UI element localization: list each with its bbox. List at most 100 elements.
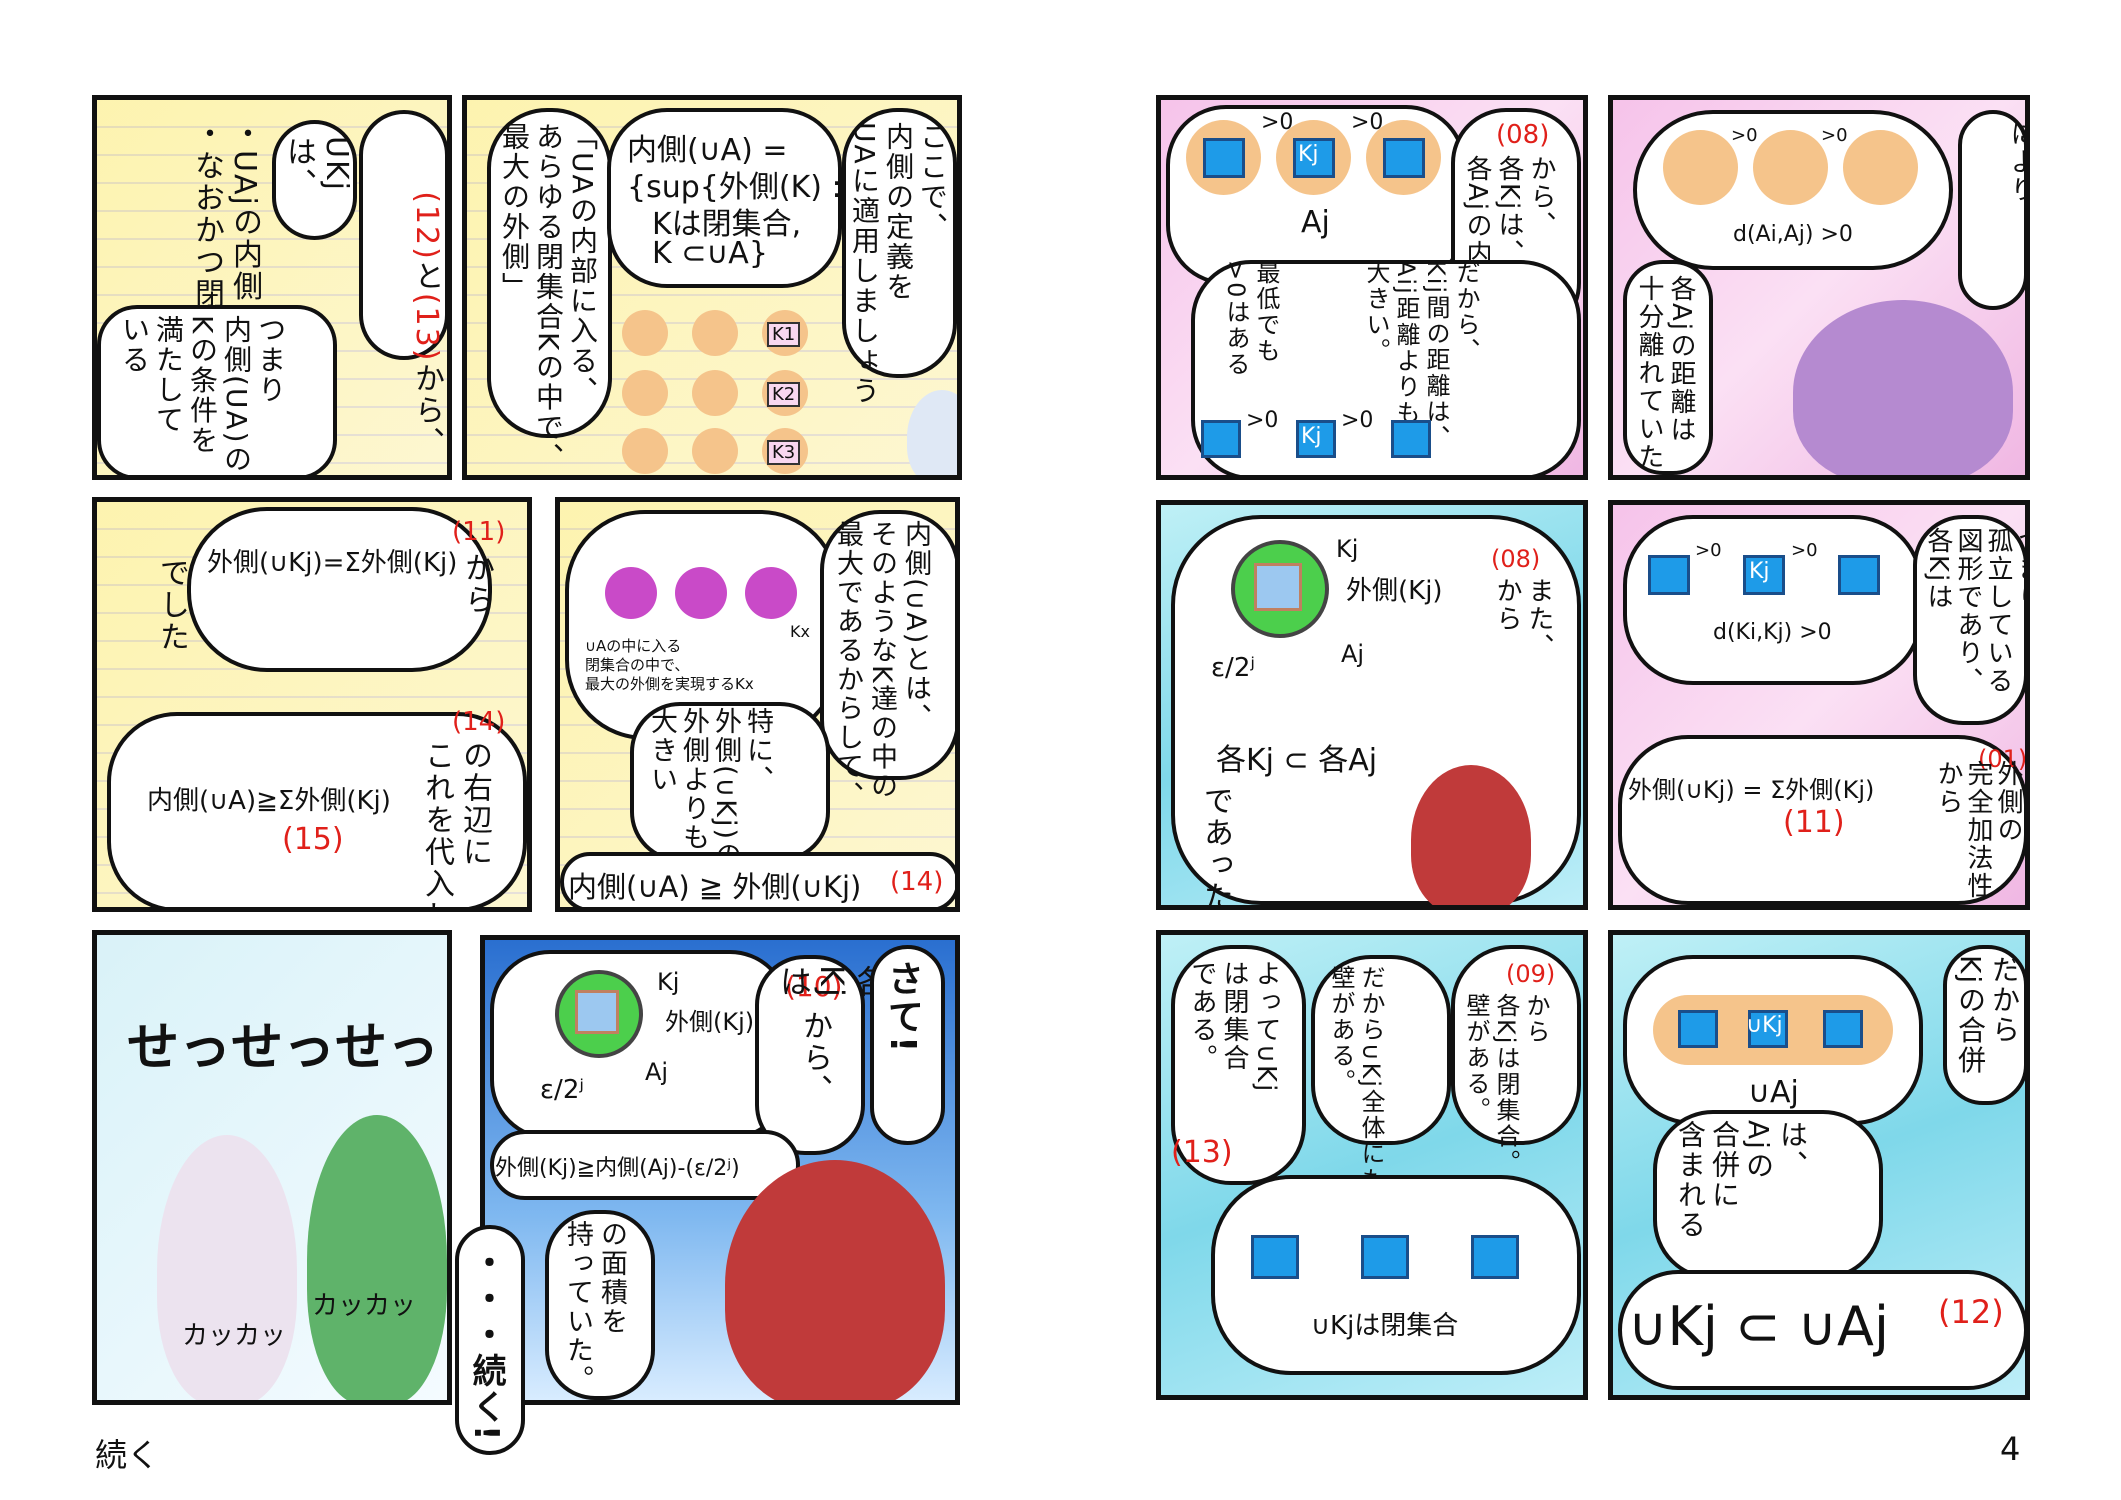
kj-row-a xyxy=(1201,420,1241,458)
kx-caption: ∪Aの中に入る 閉集合の中で、 最大の外側を実現するKx xyxy=(585,637,754,693)
left-page: (12)と(13)から、 UKj は、 ・UAjの内側にあり、 ・なおかつ閉集合… xyxy=(0,0,1060,1500)
kj-row-c xyxy=(1391,420,1431,458)
premise-text: 前提 (05) により xyxy=(2006,120,2030,204)
gt0-c: >0 xyxy=(1246,408,1279,433)
bubble-formula-11 xyxy=(187,507,492,672)
bubble-yotte-text: よって∪Kj は閉集合 である。 xyxy=(1187,960,1281,1094)
num-09: (09) xyxy=(1506,960,1556,988)
closed-square-a xyxy=(1251,1235,1299,1279)
num-14b: (14) xyxy=(890,867,944,897)
label-outer-kj: 外側(Kj) xyxy=(665,1008,755,1036)
bubble-especially-text: 特に、 外側(∪Kj)の 外側よりも 大きい xyxy=(646,707,773,871)
bubble-substitute-text: の右辺に これを代入して xyxy=(419,740,492,912)
bubble-isolated xyxy=(1913,515,2025,725)
formula-ukj-in-uaj: ∪Kj ⊂ ∪Aj xyxy=(1628,1295,1889,1358)
formula-outer-ge-inner: 外側(Kj)≧内側(Aj)-(ε/2ʲ) xyxy=(495,1156,740,1181)
sfx-sesse: せっせっせっ xyxy=(127,1018,440,1078)
label-outer-kj-r: 外側(Kj) xyxy=(1346,576,1443,606)
character-red-girl-small xyxy=(1411,765,1531,905)
inner-def-line-4: K ⊂∪A} xyxy=(652,236,768,271)
formula-inner-ge-outer: 内側(∪A) ≧ 外側(∪Kj) xyxy=(568,870,862,904)
bubble-definition-quote xyxy=(487,108,612,438)
k1-label: K1 xyxy=(767,322,801,347)
num-11: (11) xyxy=(452,517,506,547)
closed-square-b xyxy=(1361,1235,1409,1279)
sfx-kakka-2: カッカッ xyxy=(312,1291,417,1321)
aj-square-c xyxy=(1383,138,1425,178)
bubble-09 xyxy=(1451,945,1581,1145)
bubble-ukj-text: UKj は、 xyxy=(281,136,354,200)
ki-label: Kj xyxy=(1749,559,1770,584)
num-11-r: (11) xyxy=(1783,805,1845,840)
bubble-tsumari xyxy=(97,305,337,475)
aj-square-a xyxy=(1203,138,1245,178)
kx-label: Kx xyxy=(790,622,810,641)
bubble-uA-max-text: 内側(∪A)とは、 そのようなK達の中の 最大であるからして、 xyxy=(832,520,931,810)
gt0-h: >0 xyxy=(1791,540,1818,561)
num-08-r: (08) xyxy=(1491,545,1541,573)
bubble-uA-max xyxy=(820,510,955,780)
num-14: (14) xyxy=(452,707,506,737)
k2-disc-a xyxy=(622,370,668,416)
k3-label: K3 xyxy=(767,440,801,465)
formula-each-kj-in-aj: 各Kj ⊂ 各Aj xyxy=(1216,743,1378,778)
num-13: (13) xyxy=(1171,1135,1233,1170)
bubble-inner-def xyxy=(607,108,842,288)
k2-label: K2 xyxy=(767,382,801,407)
kx-disc-c xyxy=(745,567,797,619)
gt0-b: >0 xyxy=(1351,110,1384,135)
text-10-kara: から、 xyxy=(797,1010,832,1106)
text-mata: また、 から xyxy=(1492,577,1554,661)
formula-inner-ge-sum: 内側(∪A)≧Σ外側(Kj) xyxy=(147,786,391,816)
bubble-dakara-union xyxy=(1943,945,2025,1105)
inner-def-line-3: Kは閉集合, xyxy=(652,207,802,242)
num-08: (08) xyxy=(1496,120,1550,150)
union-uaj-label: ∪Aj xyxy=(1748,1075,1799,1110)
k2-disc-b xyxy=(692,370,738,416)
bubble-contained-text: は、 Ajの 合併に 含まれる xyxy=(1674,1120,1809,1240)
bubble-yotte xyxy=(1171,945,1306,1185)
label-kj: Kj xyxy=(657,968,680,996)
union-square-b xyxy=(1748,1010,1788,1048)
bubble-09-text: から 各Kjは閉集合。 壁がある。 xyxy=(1462,993,1550,1176)
kj-row-b xyxy=(1296,420,1336,458)
label-eps: ε/2ʲ xyxy=(540,1075,584,1105)
panel-l3a: せっせっせっ カッカッ カッカッ xyxy=(92,930,452,1405)
text-kara: から xyxy=(459,552,494,616)
bubble-kokode-text: ここで、 内側の定義を UAに適用しましょう xyxy=(848,122,949,406)
text-area: の面積を 持っていた。 xyxy=(562,1220,627,1394)
bubble-formula-14 xyxy=(560,852,955,907)
formula-outer-sum: 外側(∪Kj)=Σ外側(Kj) xyxy=(207,548,458,578)
bubble-area xyxy=(545,1210,655,1400)
aij-disc-a xyxy=(1663,130,1738,205)
closed-square-c xyxy=(1471,1235,1519,1279)
ki-square-a xyxy=(1648,555,1690,595)
bubble-ukj xyxy=(272,120,357,240)
panel-r1a: Kj >0 >0 Aj (08) から、 各Kjは、 各Ajの内部にある だから… xyxy=(1156,95,1588,480)
right-page: Kj >0 >0 Aj (08) から、 各Kjは、 各Ajの内部にある だから… xyxy=(1060,0,2121,1500)
bubble-sate xyxy=(870,945,945,1145)
bubble-wall xyxy=(1311,955,1451,1145)
bubble-subset-formula xyxy=(1618,1270,2025,1390)
panel-l1b: 「UAの内部に入る、 あらゆる閉集合Kの中で、 最大の外側」 内側(∪A) = … xyxy=(462,95,962,480)
bubble-tsuzuku xyxy=(455,1225,525,1455)
text-deshita: でした xyxy=(154,557,189,653)
panel-r3a: (09) から 各Kjは閉集合。 壁がある。 だから∪Kj全体にも 壁がある。 … xyxy=(1156,930,1588,1400)
inner-def-line-1: 内側(∪A) = xyxy=(627,133,788,168)
bubble-formula-outer-ge-inner xyxy=(490,1130,800,1200)
bubble-additivity-text: 外側の 完全加法性 から xyxy=(1933,760,2023,900)
kx-disc-a xyxy=(605,567,657,619)
ki-square-c xyxy=(1838,555,1880,595)
bubble-separated xyxy=(1623,260,1713,475)
kx-disc-b xyxy=(675,567,727,619)
label-aj-r: Aj xyxy=(1341,640,1365,668)
green-disc-r xyxy=(1231,540,1329,638)
label-aj: Aj xyxy=(645,1058,669,1086)
num-01: (01) xyxy=(1978,745,2028,773)
gt0-d: >0 xyxy=(1341,408,1374,433)
bubble-wall-text: だから∪Kj全体にも 壁がある。 xyxy=(1327,965,1385,1193)
union-square-a xyxy=(1678,1010,1718,1048)
bubble-min-text: 最低でも >0はある xyxy=(1222,260,1280,378)
bubble-isolated-text: つまり、 孤立している 図形であり、 各Kjは xyxy=(1923,527,2030,695)
bubble-tsumari-text: つまり 内側(UA)の、 Kの条件を 満たして いる xyxy=(118,315,287,480)
